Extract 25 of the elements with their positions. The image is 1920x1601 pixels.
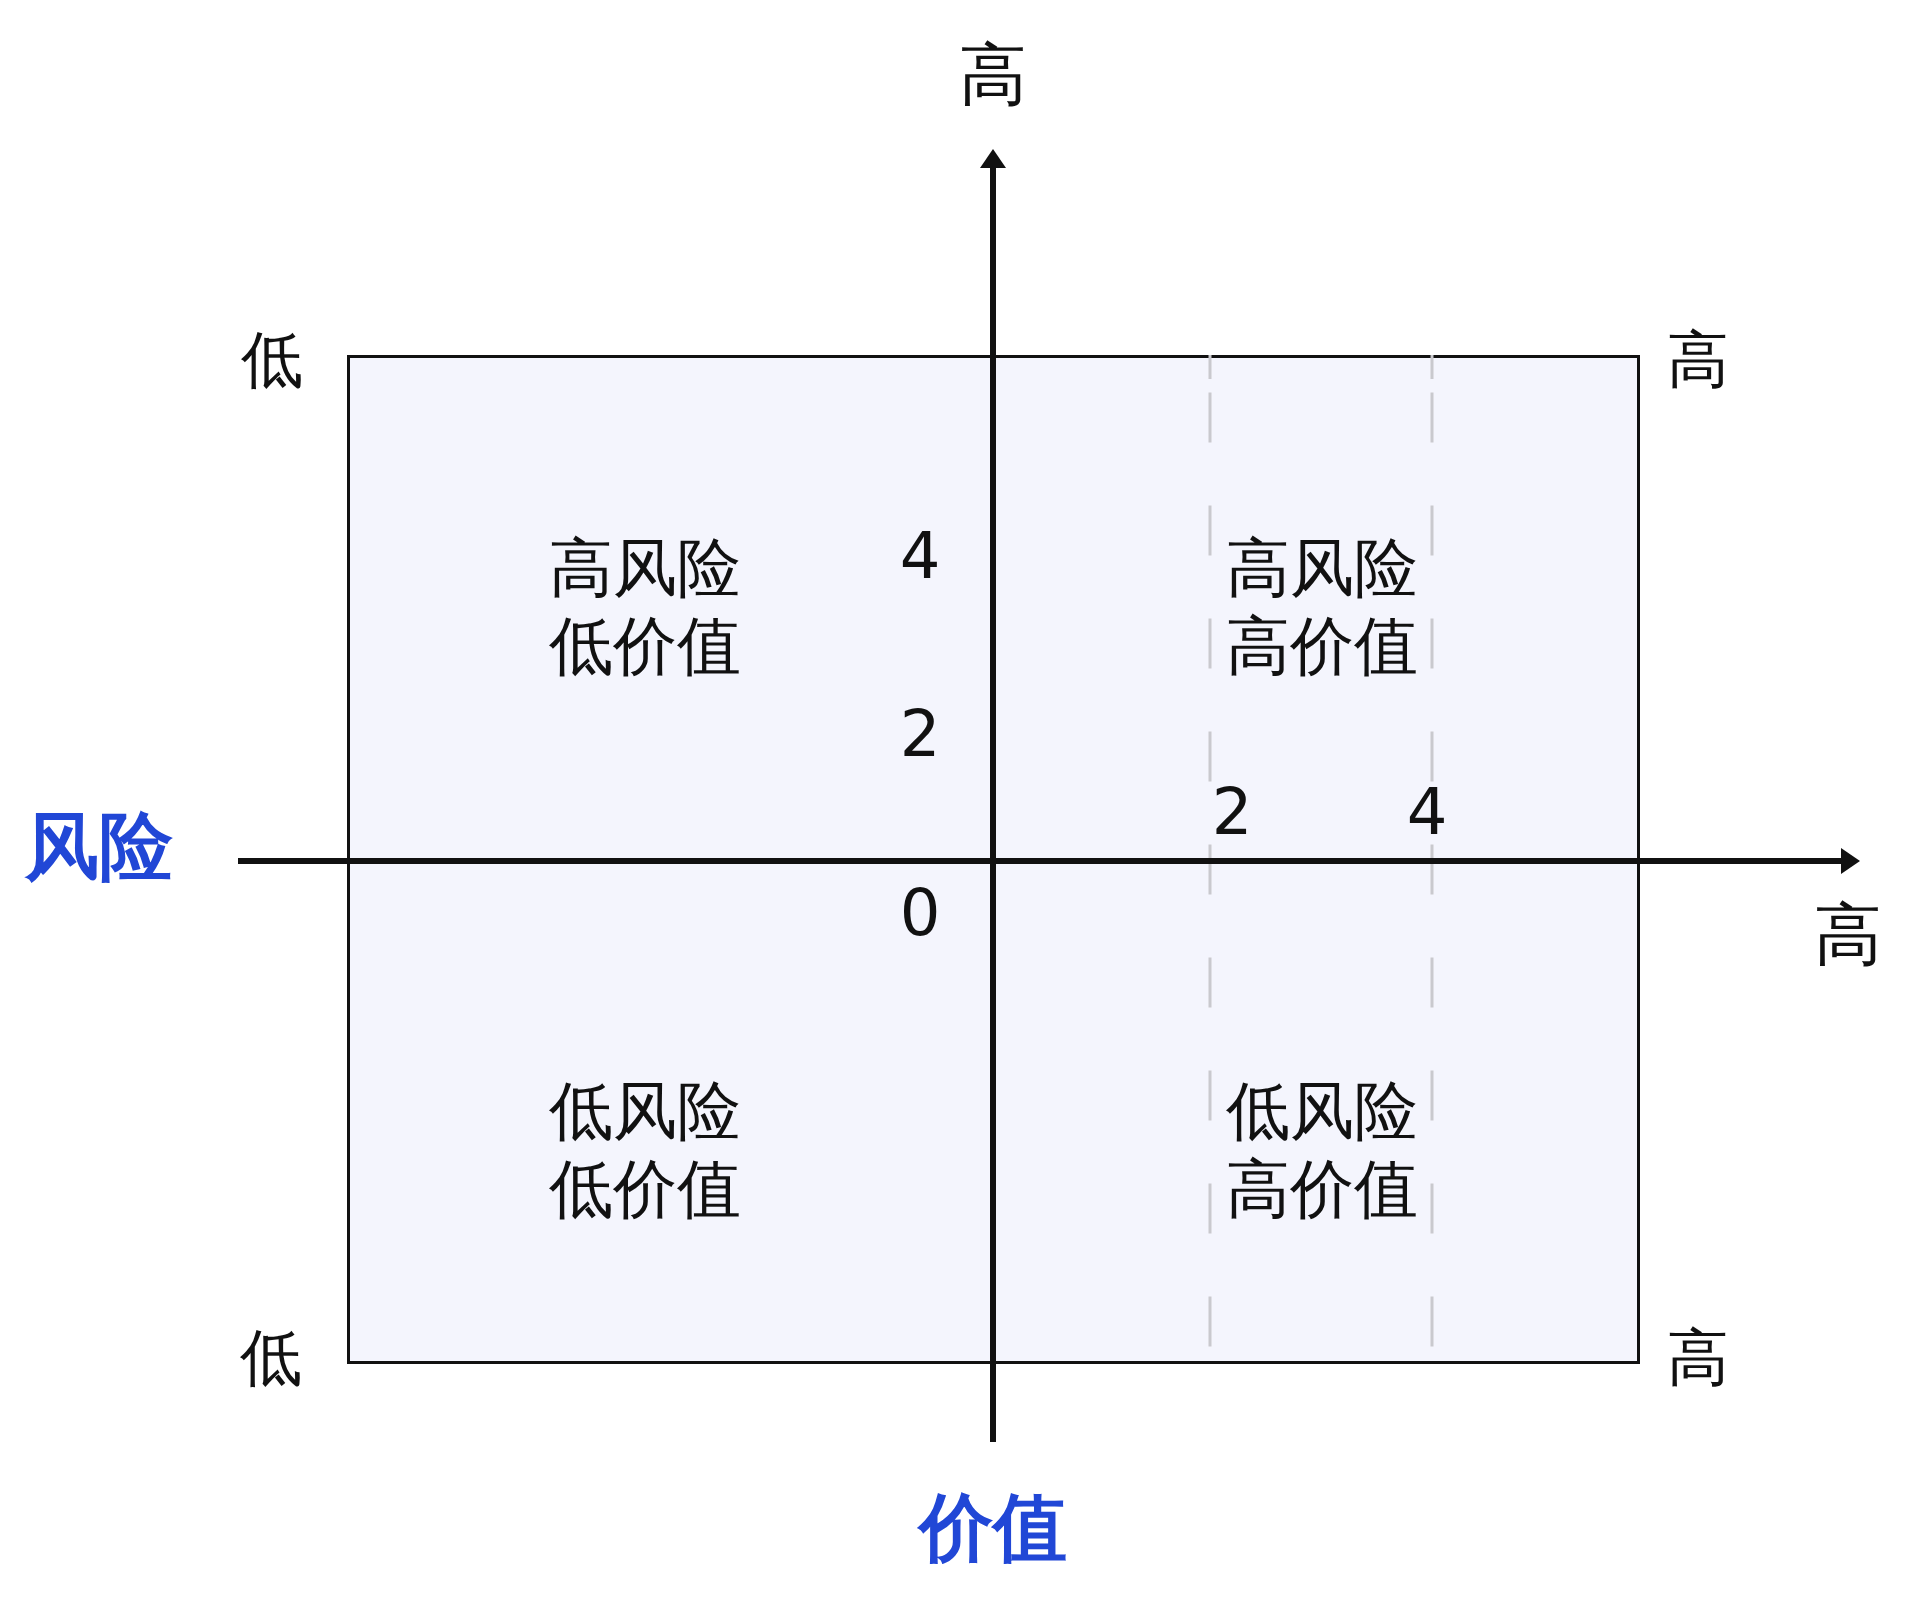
quadrant-label: 高风险 [549, 530, 741, 607]
quadrant-area [347, 861, 993, 1364]
quadrant-area [993, 861, 1640, 1364]
quadrant-area [993, 355, 1640, 861]
quadrant-area [347, 355, 993, 861]
quadrant-label: 低价值 [549, 608, 741, 685]
quadrant-label: 高价值 [1226, 1151, 1418, 1228]
axis-end-label: 高 [959, 41, 1027, 109]
quadrant-label: 低风险 [1226, 1073, 1418, 1150]
quadrant-label: 高风险 [1226, 530, 1418, 607]
axis-title: 价值 [919, 1490, 1067, 1564]
tick-label: 2 [1211, 784, 1253, 842]
corner-label: 高 [1667, 329, 1729, 391]
axis-end-label: 高 [1814, 901, 1882, 969]
quadrant-label: 低价值 [549, 1151, 741, 1228]
tick-label: 2 [899, 706, 941, 764]
tick-label: 4 [1406, 784, 1448, 842]
corner-label: 高 [1667, 1327, 1729, 1389]
tick-label: 4 [899, 528, 941, 586]
tick-label: 0 [899, 885, 941, 943]
axis-title: 风险 [25, 809, 173, 883]
quadrant-label: 低风险 [549, 1073, 741, 1150]
corner-label: 低 [240, 1327, 302, 1389]
corner-label: 低 [241, 329, 303, 391]
quadrant-label: 高价值 [1226, 608, 1418, 685]
